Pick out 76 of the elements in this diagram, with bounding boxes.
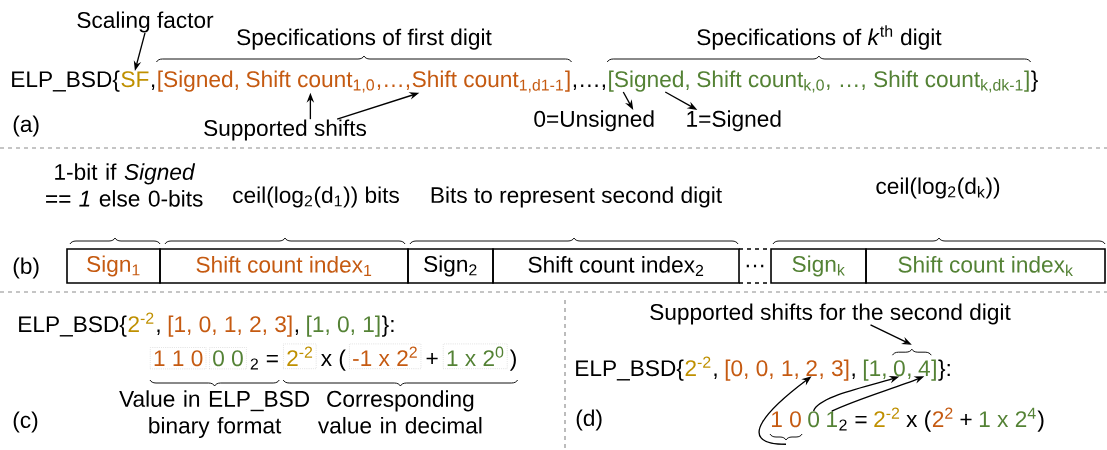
dotted-box: 1 1 0: [150, 347, 207, 370]
annotation-text: Scaling factor: [77, 11, 214, 33]
annotation-text: Supported shifts for the second digit: [650, 303, 1011, 325]
expression-text: ): [509, 349, 516, 371]
dotted-box: -1 x 2$^{2}$: [349, 343, 422, 369]
expression-text: }:: [938, 359, 950, 381]
expression-text: $_{2}$ =: [250, 354, 278, 370]
expression-term: 1: [827, 411, 837, 427]
annotation-text: ceil(log$_{2}$(d$_{k}$)): [876, 177, 1000, 199]
expression-text: x (: [321, 349, 346, 371]
expression-text: , 3]: [820, 359, 849, 381]
expression-text: ELP_BSD{: [19, 315, 127, 337]
field-box: Shift count index$_{k}$: [865, 248, 1106, 284]
dotted-box: 0 0: [209, 347, 247, 370]
expression-text: ): [1037, 410, 1044, 432]
expression-text: 2$^{-2}$: [128, 312, 154, 332]
expression-text: [Signed,: [158, 70, 238, 92]
expression-text: ]: [565, 70, 570, 92]
expression-term: 2: [806, 360, 817, 376]
expression-term: 1 0: [772, 411, 801, 428]
expression-text: +: [960, 413, 972, 425]
expression-text: [1,: [863, 359, 886, 381]
expression-term: [Signed,: [609, 70, 689, 92]
field-box: Shift count index$_{2}$: [492, 248, 740, 284]
expression-term: 4: [918, 360, 930, 376]
expression-term: 0: [808, 411, 820, 428]
panel-label: (b): [13, 257, 39, 279]
panel-label: (d): [576, 409, 602, 431]
expression-text: ,: [151, 84, 155, 90]
expression-text: ]: [931, 359, 936, 381]
dotted-box: 1 x 2$^{0}$: [443, 343, 508, 369]
expression-text: ,…,: [377, 84, 410, 90]
panel-label: (c): [13, 411, 38, 433]
expression-text: }: [1031, 70, 1038, 92]
expression-text: ,: [295, 329, 298, 335]
expression-text: ,: [714, 373, 717, 379]
expression-text: $_{2}$ =: [839, 415, 867, 431]
expression-text: ,: [852, 373, 855, 379]
field-box: Sign$_{1}$: [66, 248, 161, 284]
annotation-text: Supported shifts: [204, 119, 367, 141]
expression-text: ,: [157, 329, 160, 335]
expression-text: ,…,: [573, 84, 605, 90]
expression-text: [1, 0, 1, 2, 3]: [168, 315, 292, 337]
expression-text: ,: [908, 373, 911, 379]
annotation-text: ceil(log$_{2}$(d$_{1}$)) bits: [233, 186, 399, 208]
expression-text: Shift count$_{k,0}$, …, Shift count$_{k,dk-1}$]: [697, 70, 1029, 93]
annotation-text: Specifications of k$^{th}$ digit: [697, 25, 942, 50]
field-box: Sign$_{k}$: [770, 248, 867, 284]
expression-term: 0: [893, 360, 905, 377]
expression-term: SF: [121, 71, 149, 88]
annotation-text: 1-bit if Signed == 1 else 0-bits: [46, 163, 203, 207]
annotation-text: 1=Signed: [687, 110, 781, 132]
expression-text: ELP_BSD{: [12, 70, 120, 92]
annotation-text: Bits to represent second digit: [431, 186, 722, 208]
annotation-text: Specifications of first digit: [237, 28, 492, 50]
annotation-text: 0=Unsigned: [534, 110, 654, 132]
ellipsis-box: …: [738, 248, 772, 284]
expression-text: 2$^{2}$: [932, 407, 953, 427]
expression-text: 2$^{-2}$: [685, 356, 711, 376]
panel-label: (a): [13, 115, 39, 137]
field-box: Sign$_{2}$: [407, 248, 494, 284]
expression-text: }:: [382, 315, 394, 337]
expression-text: ELP_BSD{: [576, 359, 684, 381]
expression-text: [0, 0, 1,: [725, 359, 798, 381]
expression-term: Shift count$_{1,0}$: [246, 70, 374, 93]
expression-text: +: [426, 352, 438, 364]
expression-text: 2$^{-2}$: [874, 407, 900, 427]
annotation-text: Corresponding value in decimal: [317, 390, 482, 434]
field-box: Shift count index$_{1}$: [159, 248, 409, 284]
expression-text: [1, 0, 1]: [307, 315, 380, 337]
dotted-box: 2$^{-2}$: [283, 343, 317, 369]
expression-term: Shift count$_{1,d1-1}$: [412, 70, 563, 93]
expression-text: x (: [906, 410, 932, 432]
brace: [892, 348, 932, 356]
expression-text: 1 x 2$^{4}$: [979, 407, 1036, 427]
annotation-text: Value in ELP_BSD binary format: [119, 390, 310, 439]
